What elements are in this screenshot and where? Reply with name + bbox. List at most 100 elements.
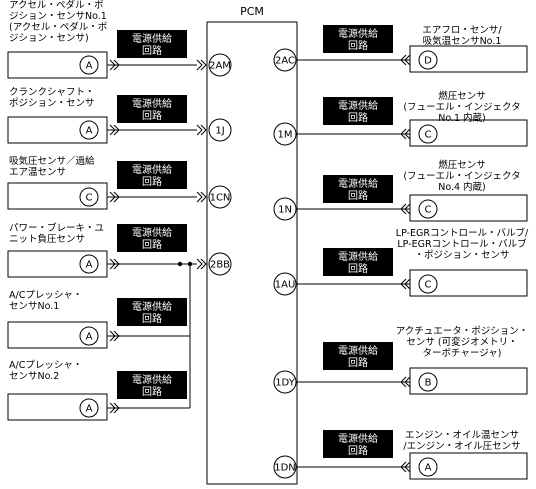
- pcm-unit: PCM: [206, 5, 298, 485]
- connector-letter: C: [425, 280, 432, 291]
- sensor-box: [7, 393, 108, 421]
- connector-letter: A: [86, 332, 93, 343]
- sensor-label: (アクセル・ペダル・ポ: [9, 21, 107, 33]
- sensor-label: センサNo.1: [9, 301, 59, 312]
- pcm-pin-circle: [273, 455, 297, 479]
- sensor-label: LP-EGRコントロール・バルブ/: [396, 227, 529, 239]
- pcm-title: PCM: [240, 5, 264, 18]
- sensor-box: [409, 119, 528, 147]
- sensor-label: パワー・ブレーキ・ユ: [9, 222, 104, 234]
- pcm-pin-label: 1N: [278, 205, 292, 216]
- power-supply-box: [117, 371, 187, 399]
- connector-chevron: [196, 59, 207, 71]
- connector-letter: A: [86, 61, 93, 72]
- connector-circle: [418, 124, 438, 144]
- connector-circle: [79, 326, 99, 346]
- power-supply-label: 回路: [348, 39, 368, 52]
- connector-letter: D: [424, 56, 432, 67]
- power-supply-label: 回路: [348, 262, 368, 275]
- sensor-label: アクセル・ペダル・ポ: [9, 0, 104, 11]
- right-sensor-4: LP-EGRコントロール・バルブ/LP-EGRコントロール・バルブ・ポジション・…: [273, 227, 529, 297]
- sensor-label: ジション・センサNo.1: [9, 11, 107, 22]
- power-supply-box: [117, 95, 187, 123]
- sensor-label: エアフロ・センサ/: [422, 25, 502, 36]
- pcm-pin-circle: [273, 272, 297, 296]
- power-supply-label: 回路: [348, 111, 368, 124]
- sensor-box: [409, 269, 528, 297]
- power-supply-label: 電源供給: [338, 344, 378, 357]
- connector-circle: [79, 398, 99, 418]
- sensor-box: [409, 452, 528, 480]
- connector-letter: A: [86, 260, 93, 271]
- sensor-label: (フューエル・インジェクタ: [403, 171, 520, 182]
- connector-circle: [79, 55, 99, 75]
- sensor-box: [409, 194, 528, 222]
- sensor-label: 燃圧センサ: [438, 159, 486, 171]
- power-supply-box: [117, 161, 187, 189]
- connector-chevron: [196, 191, 207, 203]
- connector-letter: A: [86, 404, 93, 415]
- pcm-pin-label: 1DY: [275, 378, 296, 389]
- power-supply-box: [323, 97, 393, 125]
- power-supply-box: [323, 430, 393, 458]
- connector-circle: [418, 372, 438, 392]
- connector-letter: A: [86, 126, 93, 137]
- power-supply-label: 回路: [142, 385, 162, 398]
- power-supply-box: [323, 25, 393, 53]
- power-supply-label: 回路: [348, 444, 368, 457]
- sensor-label: No.1 内蔵): [438, 112, 486, 124]
- sensor-label: ポジション・センサ: [9, 98, 95, 109]
- right-sensor-5: アクチュエータ・ポジション・センサ (可変ジオメトリ・ターボチャージャ)B電源供…: [273, 326, 529, 395]
- sensor-label: 吸気圧センサ／過給: [9, 155, 95, 167]
- connector-letter: B: [425, 378, 432, 389]
- power-supply-box: [323, 248, 393, 276]
- sensor-label: エア温センサ: [9, 167, 66, 178]
- junction-dot: [177, 261, 183, 267]
- power-supply-box: [323, 342, 393, 370]
- pcm-pin-label: 2AC: [275, 56, 295, 67]
- connector-letter: A: [425, 463, 432, 474]
- sensor-label: No.4 内蔵): [438, 181, 486, 193]
- sensor-label: (フューエル・インジェクタ: [403, 102, 520, 113]
- power-supply-label: 電源供給: [132, 163, 172, 176]
- power-supply-label: 回路: [142, 312, 162, 325]
- sensor-label: アクチュエータ・ポジション・: [396, 326, 529, 337]
- pcm-pin-circle: [208, 185, 232, 209]
- connector-circle: [79, 120, 99, 140]
- power-supply-label: 電源供給: [132, 373, 172, 386]
- pcm-pin-circle: [208, 53, 232, 77]
- pcm-pin-circle: [208, 252, 232, 276]
- pcm-pin-label: 2BB: [210, 260, 230, 271]
- pcm-pin-label: 1M: [278, 130, 293, 141]
- sensor-label: エンジン・オイル温センサ: [405, 430, 519, 441]
- sensor-label: LP-EGRコントロール・バルブ: [397, 238, 527, 250]
- pcm-pin-label: 1J: [215, 126, 224, 137]
- pcm-pin-circle: [273, 48, 297, 72]
- junction-dot: [187, 261, 193, 267]
- sensor-label: センサ (可変ジオメトリ・: [406, 336, 517, 348]
- connector-circle: [418, 274, 438, 294]
- sensor-box: [409, 45, 528, 73]
- connector-circle: [79, 254, 99, 274]
- sensor-box: [7, 182, 108, 210]
- power-supply-label: 電源供給: [338, 250, 378, 263]
- power-supply-label: 電源供給: [338, 432, 378, 445]
- pcm-pin-circle: [273, 370, 297, 394]
- sensor-box: [409, 367, 528, 395]
- pcm-pin-circle: [273, 122, 297, 146]
- power-supply-label: 電源供給: [132, 32, 172, 45]
